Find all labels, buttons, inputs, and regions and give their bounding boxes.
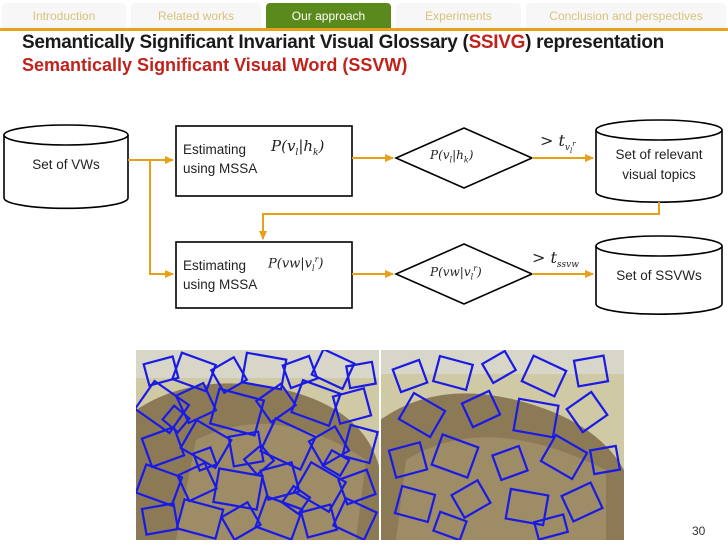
box1-formula: P(vl|hk): [271, 137, 325, 158]
tab-related-works[interactable]: Related works: [131, 3, 261, 28]
nav-underline: [0, 28, 728, 31]
diamond2-formula: P(vw|vlr): [430, 264, 482, 282]
arrow-topics-to-box2: [259, 202, 660, 240]
right-region-boxes: [387, 350, 622, 540]
diamond1-formula: P(vl|hk): [430, 148, 474, 165]
tab-experiments[interactable]: Experiments: [396, 3, 521, 28]
ssvws-label: Set of SSVWs: [616, 268, 702, 283]
title-highlight: SSIVG: [468, 32, 526, 53]
estimate-box-1: [175, 125, 353, 197]
decision-diamond-2: [394, 243, 534, 305]
section-nav: Introduction Related works Our approach …: [0, 0, 728, 28]
relevant-topics-label: Set of relevant visual topics: [615, 147, 703, 182]
set-of-vws-cylinder: [3, 124, 129, 210]
box2-text: Estimating using MSSA: [183, 258, 258, 292]
slide-subtitle: Semantically Significant Visual Word (SS…: [22, 55, 408, 75]
set-of-vws-label: Set of VWs: [32, 157, 100, 172]
relevant-topics-cylinder: [595, 119, 723, 203]
estimate-box-2: [175, 241, 353, 309]
tab-introduction[interactable]: Introduction: [2, 3, 126, 28]
arrow-vws-to-box2: [149, 160, 174, 278]
decision-diamond-1: [394, 127, 534, 189]
left-region-boxes: [136, 350, 380, 540]
box2-formula: P(vw|vlr): [268, 255, 324, 273]
threshold2-label: > tssvw: [532, 248, 579, 271]
slide-title: Semantically Significant Invariant Visua…: [22, 32, 664, 53]
detected-regions-figure: [136, 350, 624, 540]
tab-conclusion[interactable]: Conclusion and perspectives: [526, 3, 726, 28]
ssvws-cylinder: [595, 235, 723, 315]
page-number: 30: [692, 524, 706, 538]
region-images: [136, 350, 624, 540]
box1-text: Estimating using MSSA: [183, 142, 258, 176]
threshold1-label: > tvlr: [540, 131, 576, 155]
tab-our-approach[interactable]: Our approach: [266, 3, 391, 28]
